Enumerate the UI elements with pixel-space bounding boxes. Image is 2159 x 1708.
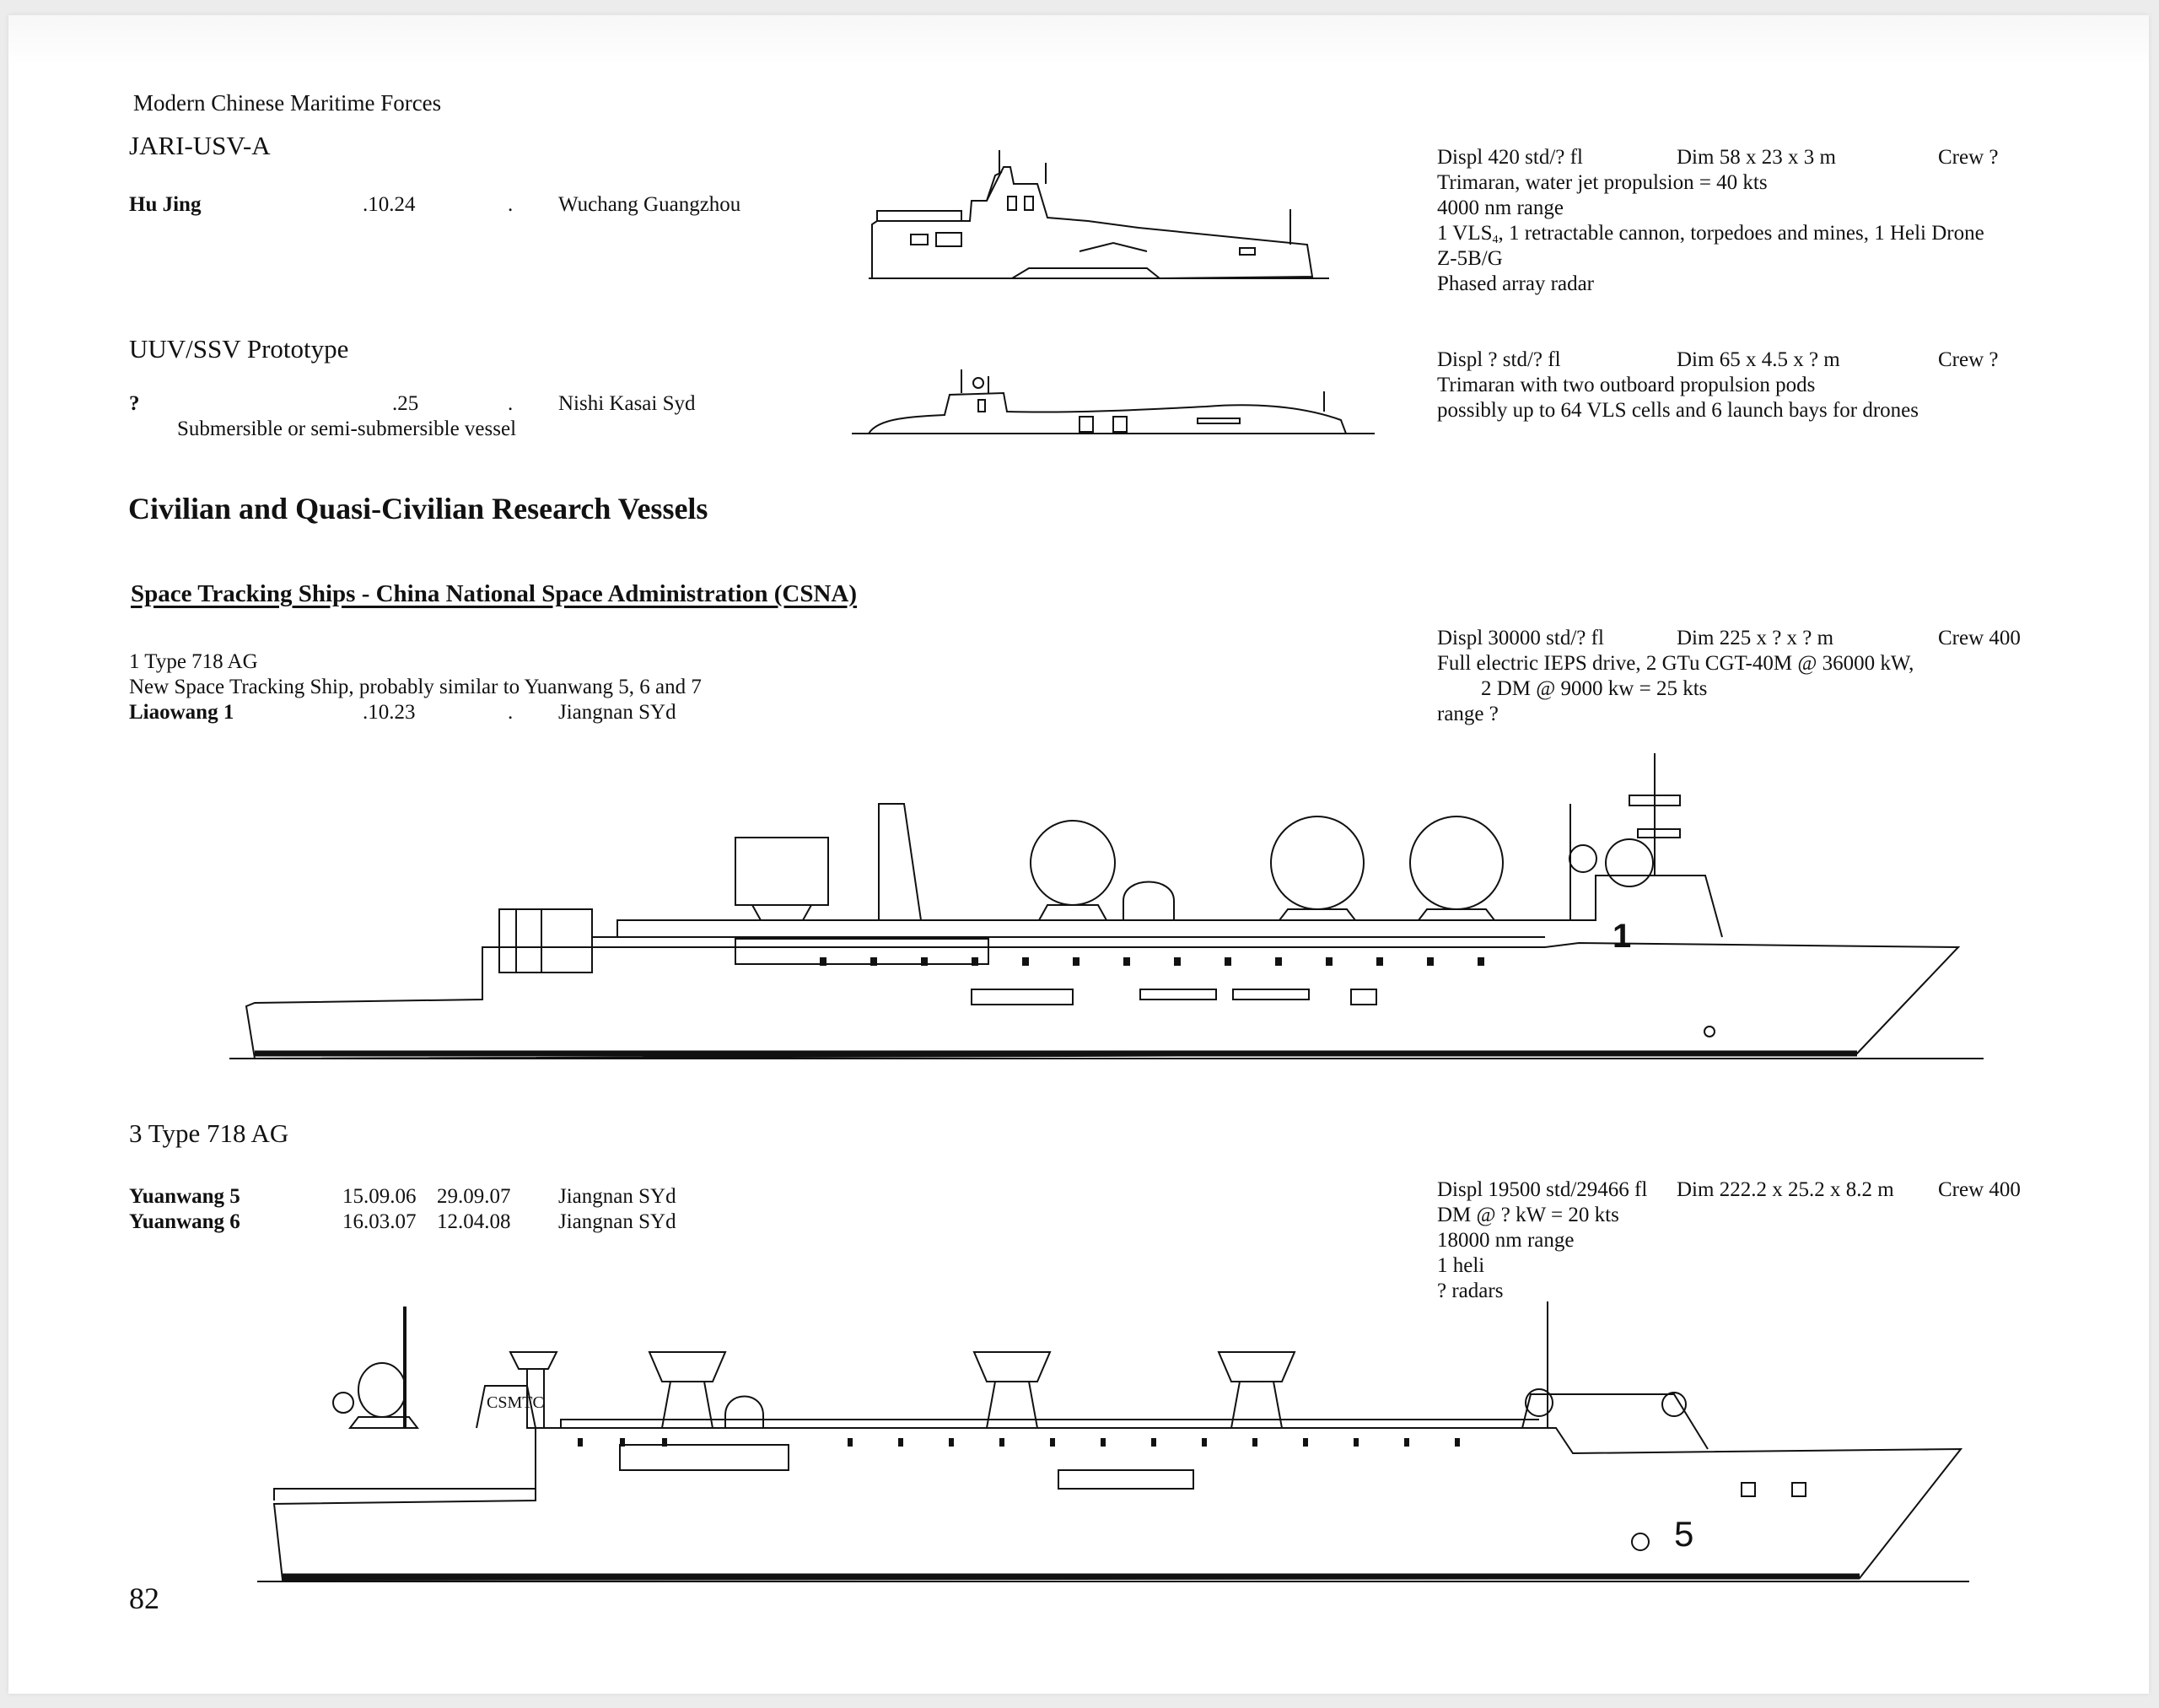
launch-date: 29.09.07: [437, 1185, 511, 1208]
builder: Jiangnan SYd: [558, 1210, 676, 1233]
hull-outline: [872, 167, 1312, 278]
aviation: 1 heli: [1437, 1254, 1485, 1277]
armament: possibly up to 64 VLS cells and 6 launch…: [1437, 399, 1919, 422]
dimensions: Dim 58 x 23 x 3 m: [1677, 146, 1836, 169]
radar: Phased array radar: [1437, 272, 1595, 295]
book-page: Modern Chinese Maritime Forces JARI-USV-…: [8, 15, 2149, 1694]
ship-name: Liaowang 1: [129, 701, 234, 724]
antenna-dish-1: [510, 1352, 557, 1369]
jari-usv-a-drawing: [860, 150, 1333, 285]
funnel: [879, 804, 921, 920]
funnel: [476, 1386, 536, 1428]
superstructure: [617, 876, 1722, 937]
deck-railing: [561, 1420, 1539, 1428]
commission-date: .: [508, 392, 514, 415]
antenna-dish-3: [974, 1352, 1050, 1382]
laid-down-date: 15.09.06: [342, 1185, 417, 1208]
specs-uuv-ssv: Displ ? std/? fl Dim 65 x 4.5 x ? m Crew…: [1437, 348, 2027, 423]
propulsion: Full electric IEPS drive, 2 GTu CGT-40M …: [1437, 652, 1914, 675]
dimensions: Dim 225 x ? x ? m: [1677, 627, 1834, 649]
displacement: Displ 30000 std/? fl: [1437, 627, 1604, 649]
propulsion-continued: 2 DM @ 9000 kw = 25 kts: [1481, 677, 1708, 700]
specs-yuanwang: Displ 19500 std/29466 fl Dim 222.2 x 25.…: [1437, 1177, 2044, 1304]
page-number: 82: [129, 1581, 159, 1615]
section-subtitle: Space Tracking Ships - China National Sp…: [131, 580, 858, 607]
dimensions: Dim 65 x 4.5 x ? m: [1677, 348, 1840, 371]
radome: [358, 1363, 406, 1417]
phased-array-panel: [735, 838, 828, 905]
class-title-type-718-ag: 3 Type 718 AG: [129, 1118, 289, 1148]
builder: Jiangnan SYd: [558, 701, 676, 724]
dimensions: Dim 222.2 x 25.2 x 8.2 m: [1677, 1178, 1894, 1201]
builder: Nishi Kasai Syd: [558, 392, 696, 415]
hull-outline: [246, 943, 1958, 1059]
ship-name: Yuanwang 6: [129, 1210, 240, 1233]
propulsion: DM @ ? kW = 20 kts: [1437, 1204, 1619, 1226]
launch-date: 12.04.08: [437, 1210, 511, 1233]
commission-date: .: [508, 193, 514, 216]
specs-liaowang-1: Displ 30000 std/? fl Dim 225 x ? x ? m C…: [1437, 626, 2044, 727]
launch-date: .10.23: [363, 701, 416, 724]
hull-outline: [869, 393, 1346, 434]
lifeboat-bay: [735, 939, 988, 964]
range: 4000 nm range: [1437, 197, 1564, 219]
class-title-jari-usv-a: JARI-USV-A: [129, 131, 271, 160]
crew: Crew ?: [1938, 348, 1999, 371]
observation-dome: [725, 1397, 763, 1429]
commission-date: .: [508, 701, 514, 724]
antenna-dish-2: [649, 1352, 725, 1382]
propulsion: Trimaran, water jet propulsion = 40 kts: [1437, 171, 1768, 194]
antenna-dish-4: [1219, 1352, 1295, 1382]
ship-name: ?: [129, 392, 140, 415]
range: 18000 nm range: [1437, 1229, 1575, 1252]
observation-dome: [1123, 882, 1174, 921]
running-header: Modern Chinese Maritime Forces: [133, 90, 442, 116]
hull-marking: 1: [1613, 918, 1631, 955]
builder: Jiangnan SYd: [558, 1185, 676, 1208]
radome-2: [1271, 816, 1364, 909]
lifeboat-bay: [620, 1445, 789, 1470]
yuanwang-5-drawing: CSMTC 5: [257, 1301, 1978, 1588]
hull-outline: [274, 1428, 1961, 1580]
crew: Crew 400: [1938, 627, 2021, 649]
helicopter-drone-model: Z-5B/G: [1437, 247, 1503, 270]
section-title: Civilian and Quasi-Civilian Research Ves…: [128, 492, 708, 525]
hull-form: Trimaran with two outboard propulsion po…: [1437, 374, 1816, 396]
displacement: Displ ? std/? fl: [1437, 348, 1561, 371]
vessel-note: Submersible or semi-submersible vessel: [177, 418, 517, 440]
radome-3: [1410, 816, 1503, 909]
displacement: Displ 19500 std/29466 fl: [1437, 1178, 1648, 1201]
launch-date: .25: [392, 392, 419, 415]
crew: Crew 400: [1938, 1178, 2021, 1201]
radars: ? radars: [1437, 1280, 1504, 1302]
launch-date: .10.24: [363, 193, 416, 216]
ship-name: Hu Jing: [129, 193, 202, 216]
laid-down-date: 16.03.07: [342, 1210, 417, 1233]
radome-1: [1031, 821, 1115, 905]
crew: Crew ?: [1938, 146, 1999, 169]
uuv-ssv-drawing: [852, 353, 1375, 437]
ship-name: Yuanwang 5: [129, 1185, 240, 1208]
antenna-array-aft: [499, 909, 592, 973]
funnel-marking: CSMTC: [487, 1393, 544, 1412]
class-title-type-718-ag-new: 1 Type 718 AG: [129, 650, 258, 673]
liaowang-1-drawing: 1: [229, 736, 1984, 1074]
armament: 1 VLS4, 1 retractable cannon, torpedoes …: [1437, 222, 1984, 246]
displacement: Displ 420 std/? fl: [1437, 146, 1583, 169]
class-description: New Space Tracking Ship, probably simila…: [129, 676, 702, 698]
range: range ?: [1437, 703, 1499, 725]
hull-marking: 5: [1674, 1514, 1693, 1554]
specs-jari-usv-a: Displ 420 std/? fl Dim 58 x 23 x 3 m Cre…: [1437, 145, 2027, 297]
deck-railing: [877, 211, 961, 221]
class-title-uuv-ssv: UUV/SSV Prototype: [129, 334, 349, 364]
builder: Wuchang Guangzhou: [558, 193, 741, 216]
